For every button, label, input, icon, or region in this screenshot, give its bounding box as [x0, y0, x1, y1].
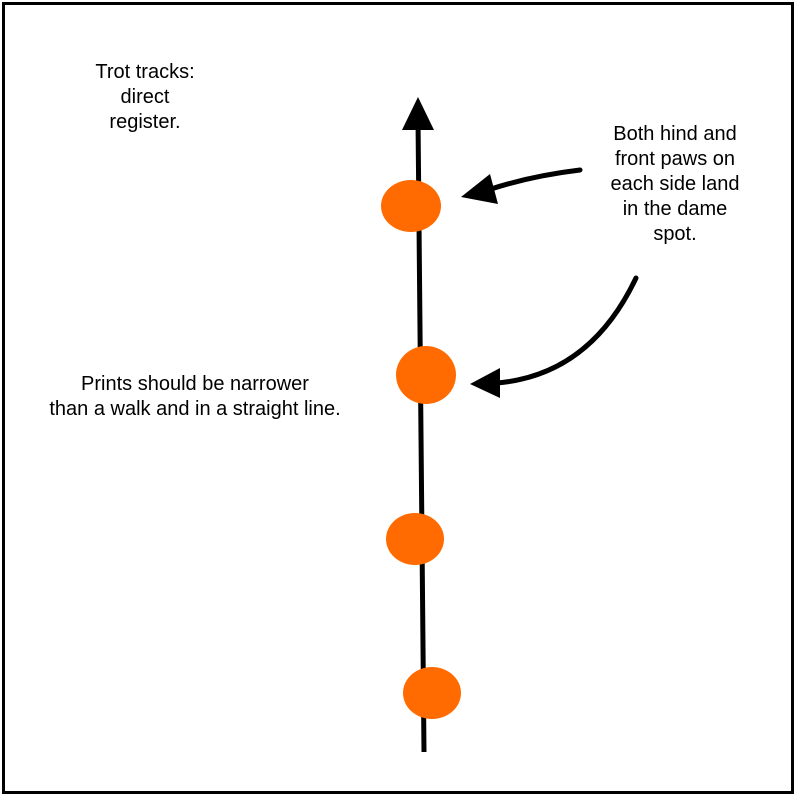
paw-print-4	[403, 667, 461, 719]
note-line: Both hind and	[613, 123, 737, 145]
note-line: spot.	[653, 223, 697, 245]
print-width-note: Prints should be narrower than a walk an…	[10, 372, 380, 422]
note-line: in the dame	[622, 198, 728, 220]
note-line: than a walk and in a straight line.	[49, 398, 341, 420]
arrowhead-up-icon	[402, 97, 434, 130]
curved-arrow-icon	[470, 368, 500, 398]
paw-print-1	[381, 180, 441, 232]
note-line: front paws on	[614, 148, 736, 170]
title-line: register.	[109, 111, 181, 133]
diagram-title: Trot tracks: direct register.	[60, 60, 230, 135]
title-line: direct	[120, 86, 170, 108]
paw-print-3	[386, 513, 444, 565]
title-line: Trot tracks:	[95, 61, 195, 83]
paw-placement-note: Both hind and front paws on each side la…	[560, 122, 790, 247]
note-line: Prints should be narrower	[81, 373, 309, 395]
callout-arrow-bottom	[494, 275, 639, 386]
curved-arrow-icon	[461, 174, 498, 204]
paw-print-2	[396, 346, 456, 404]
note-line: each side land	[610, 173, 740, 195]
callout-arrow-top	[485, 167, 583, 193]
